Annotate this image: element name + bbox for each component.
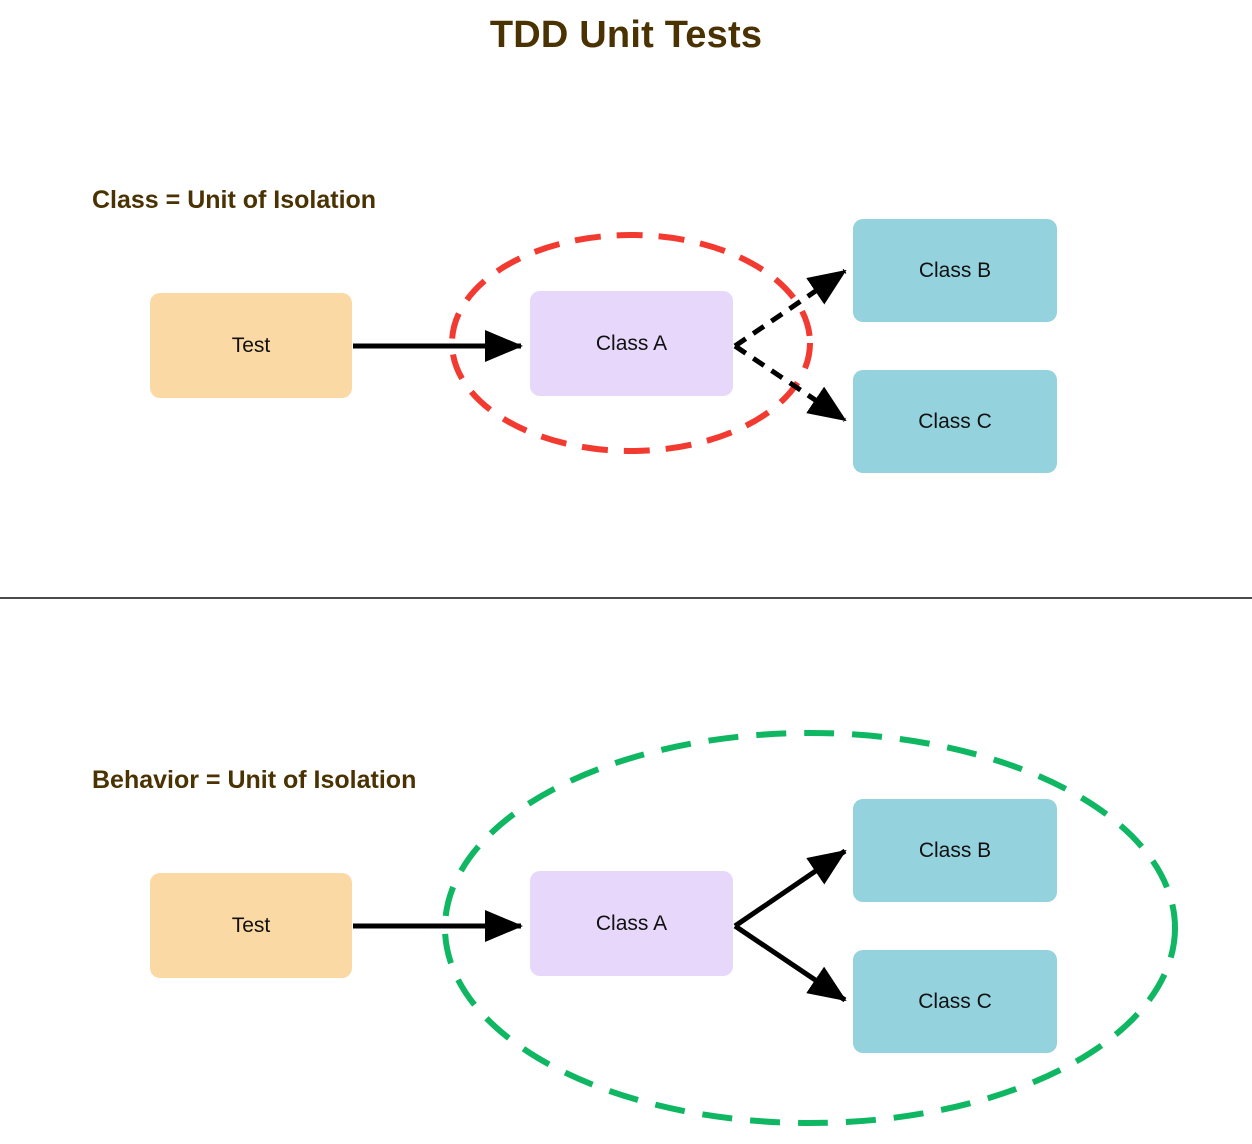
node-class-b-section1[interactable]: Class B xyxy=(853,219,1057,322)
node-test-section1[interactable]: Test xyxy=(150,293,352,398)
isolation-boundary-class-section1 xyxy=(449,232,813,454)
node-class-a-section2[interactable]: Class A xyxy=(530,871,733,976)
edge-class-a-to-class-b-section1 xyxy=(733,268,847,349)
edge-class-a-to-class-b-section2 xyxy=(733,848,847,929)
node-class-b-section2[interactable]: Class B xyxy=(853,799,1057,902)
node-class-c-section2[interactable]: Class C xyxy=(853,950,1057,1053)
section-divider xyxy=(0,597,1252,599)
edge-class-a-to-class-c-section1 xyxy=(733,343,847,423)
node-class-c-section1[interactable]: Class C xyxy=(853,370,1057,473)
section-heading-behavior-isolation: Behavior = Unit of Isolation xyxy=(92,766,417,794)
section-heading-class-isolation: Class = Unit of Isolation xyxy=(92,186,377,214)
node-test-section2[interactable]: Test xyxy=(150,873,352,978)
edge-class-a-to-class-c-section2 xyxy=(733,923,847,1003)
isolation-boundary-behavior-section2 xyxy=(442,730,1178,1126)
node-class-a-section1[interactable]: Class A xyxy=(530,291,733,396)
page-title: TDD Unit Tests xyxy=(489,14,763,56)
